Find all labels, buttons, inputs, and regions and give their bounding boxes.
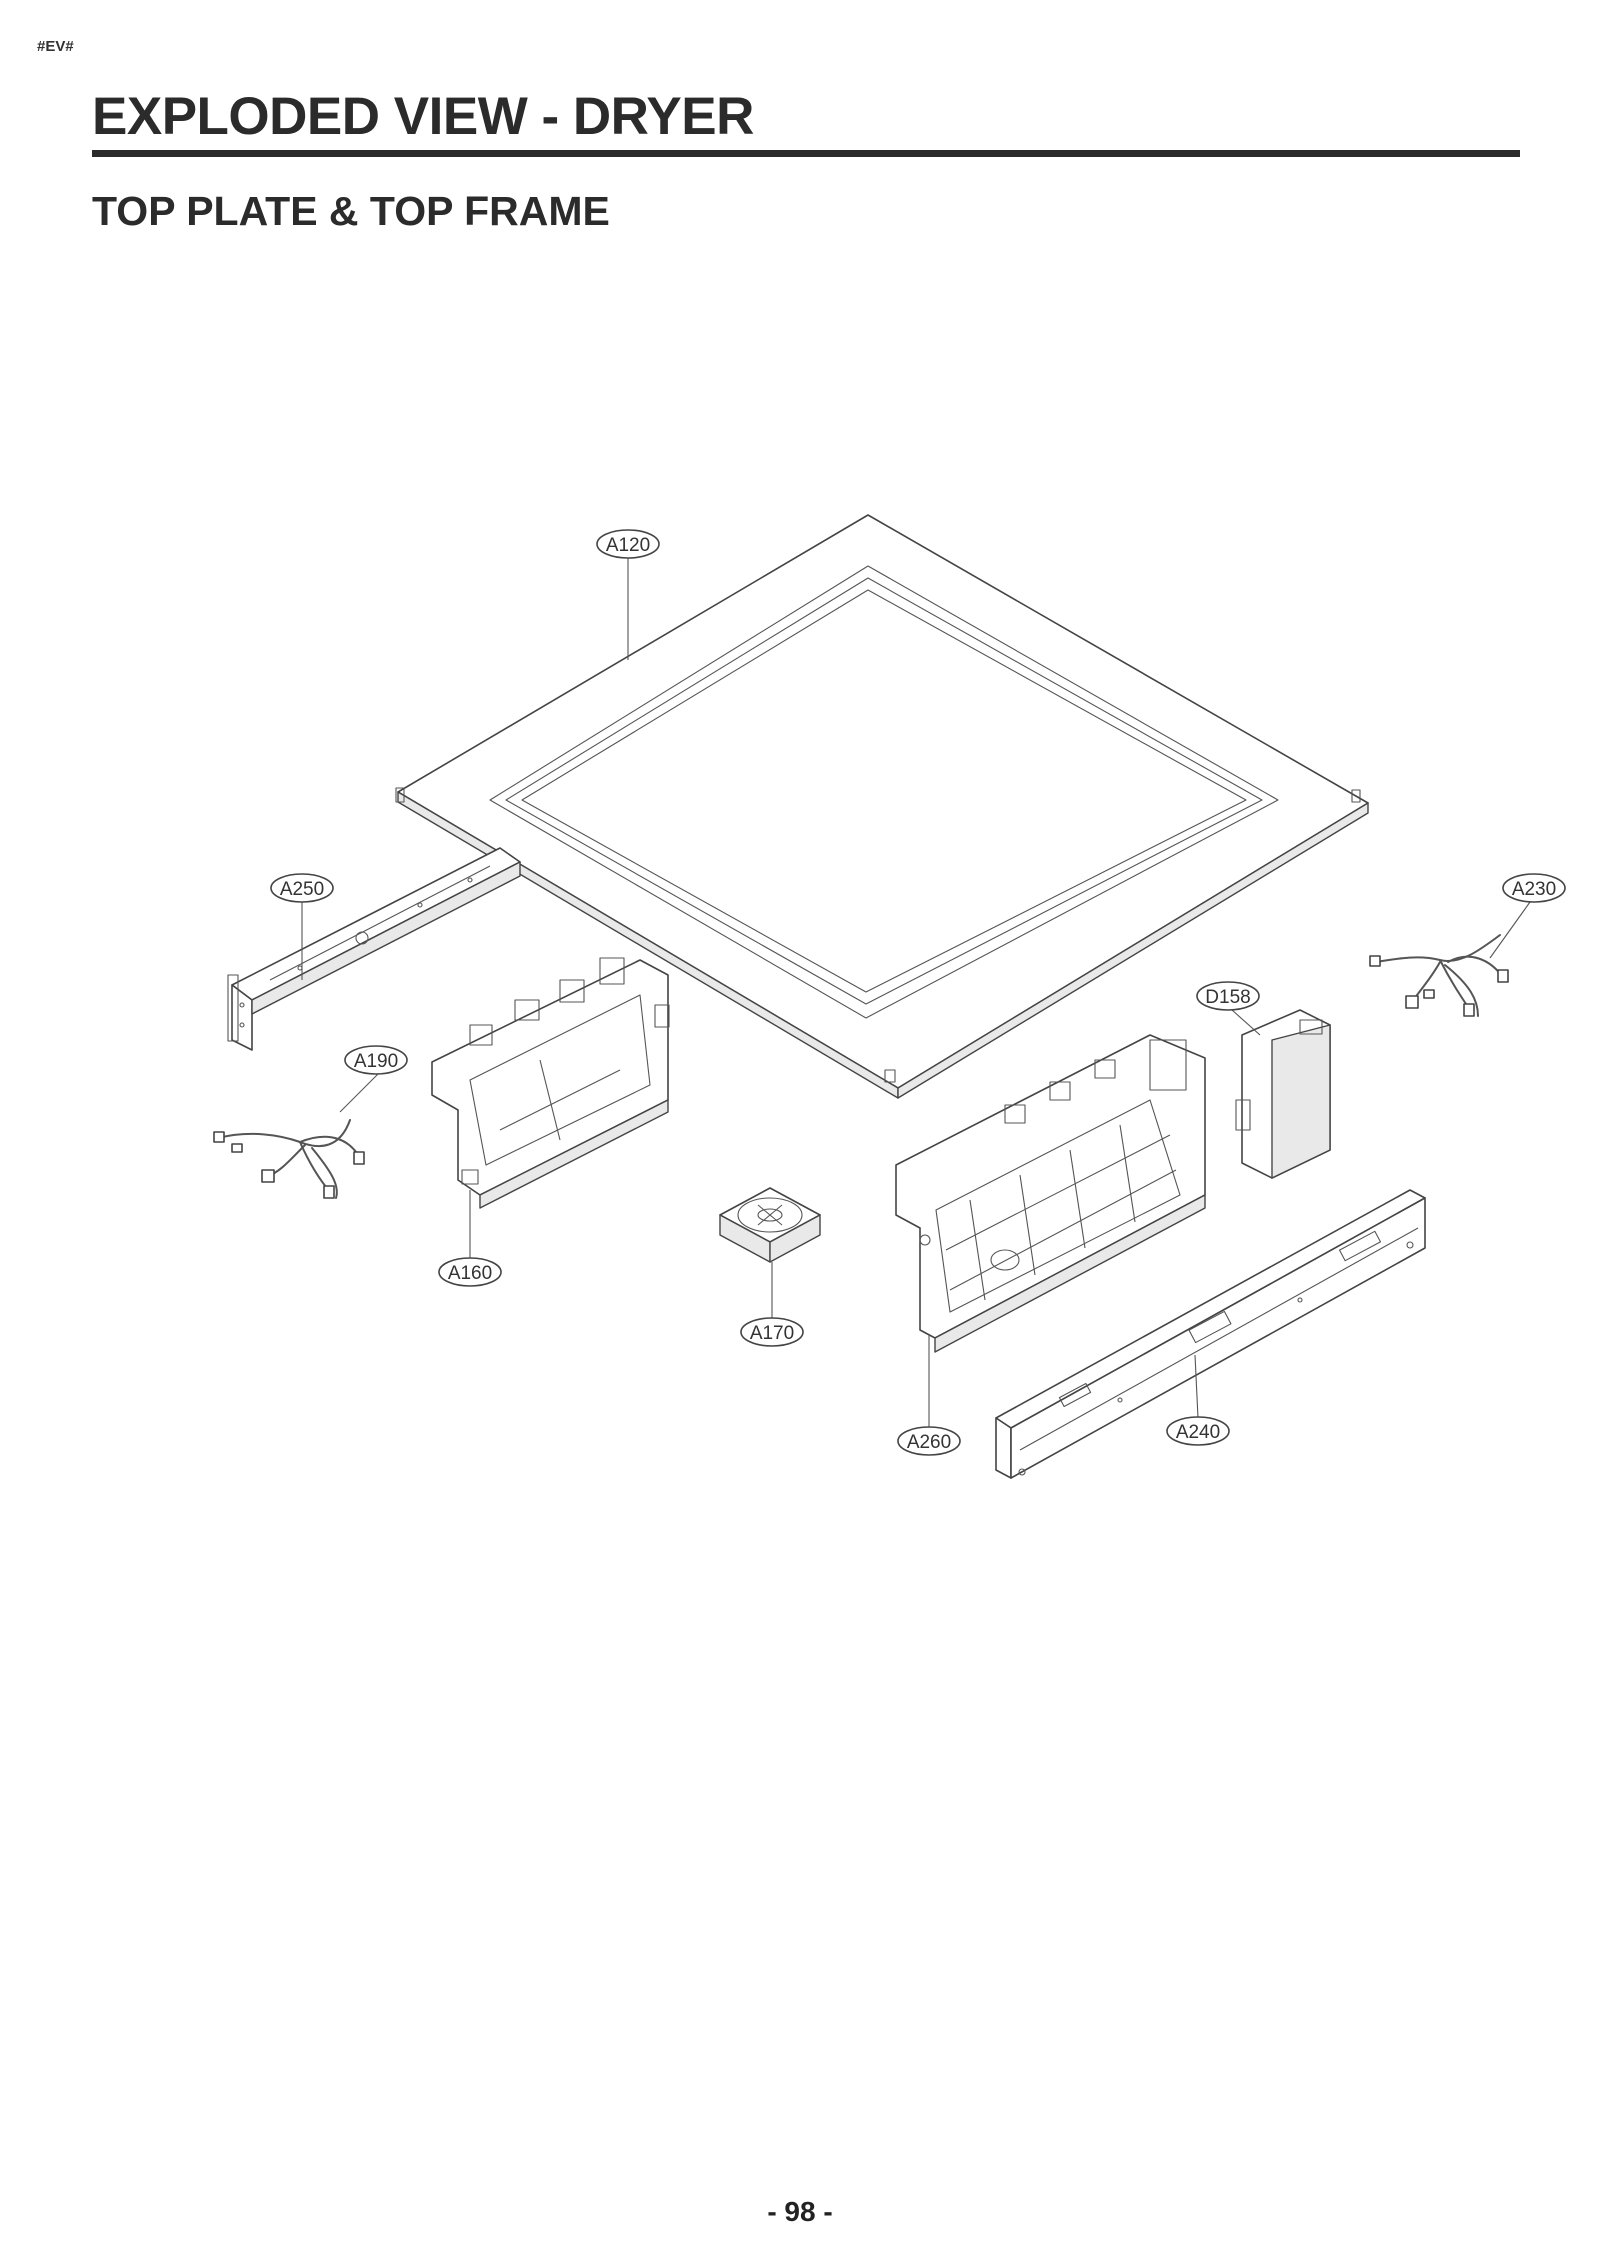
control-module-part [1235,1009,1331,1179]
page-title: EXPLODED VIEW - DRYER [92,87,754,146]
page-number: - 98 - [767,2196,833,2227]
callout-a120: A120 [596,529,660,559]
svg-text:A230: A230 [1512,879,1556,900]
front-rail-part [995,1189,1426,1479]
fan-part [719,1187,821,1263]
left-rail-part [227,847,521,1051]
callout-a250: A250 [270,873,334,903]
callout-a190: A190 [344,1045,408,1075]
right-wire-harness-part [1369,934,1509,1017]
svg-text:A190: A190 [354,1051,398,1072]
svg-text:A260: A260 [907,1432,951,1453]
callout-a240: A240 [1166,1416,1230,1446]
svg-text:A170: A170 [750,1323,794,1344]
callout-a230: A230 [1502,873,1566,903]
title-rule [92,150,1520,157]
right-bracket-part [895,1034,1206,1353]
callout-a170: A170 [740,1317,804,1347]
callout-leaders [301,558,1531,1428]
left-bracket-part [431,957,670,1209]
callout-a260: A260 [897,1426,961,1456]
svg-text:A120: A120 [606,535,650,556]
document-tag: #EV# [37,38,74,55]
svg-text:D158: D158 [1205,987,1250,1008]
callout-a160: A160 [438,1257,502,1287]
left-wire-harness-part [213,1119,365,1199]
top-plate-part [395,514,1369,1099]
svg-text:A240: A240 [1176,1422,1220,1443]
svg-text:A250: A250 [280,879,324,900]
callout-d158: D158 [1196,981,1260,1011]
section-subtitle: TOP PLATE & TOP FRAME [92,188,610,234]
svg-text:A160: A160 [448,1263,492,1284]
